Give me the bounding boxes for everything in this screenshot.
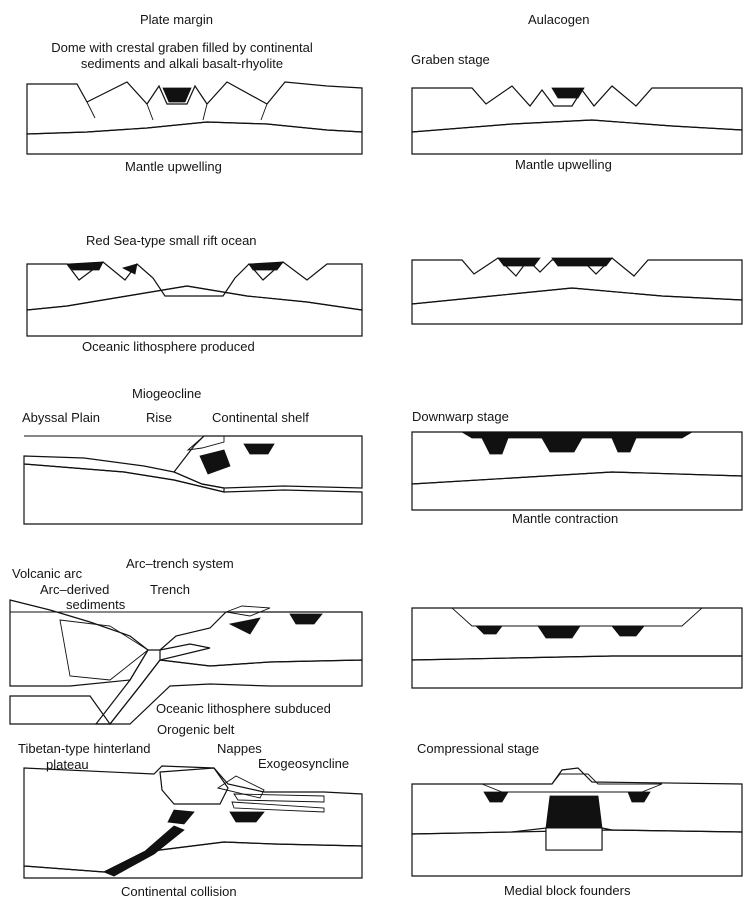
orogenic-belt-title: Orogenic belt: [157, 722, 234, 737]
continental-shelf-label: Continental shelf: [212, 410, 309, 425]
mantle-upwelling-left: Mantle upwelling: [125, 159, 222, 174]
downwarp-stage-section: [412, 430, 742, 510]
abyssal-plain-label: Abyssal Plain: [22, 410, 100, 425]
red-sea-rift-label: Red Sea-type small rift ocean: [86, 233, 257, 248]
aulacogen-title: Aulacogen: [528, 12, 589, 27]
continental-collision-section: [24, 762, 362, 878]
red-sea-rift-section: [27, 256, 362, 336]
miogeocline-section: [24, 428, 362, 524]
graben-stage-label: Graben stage: [411, 52, 490, 67]
trench-label: Trench: [150, 582, 190, 597]
volcanic-arc-label: Volcanic arc: [12, 566, 82, 581]
compressional-stage-label: Compressional stage: [417, 741, 539, 756]
medial-block-founders-label: Medial block founders: [504, 883, 630, 898]
oceanic-lithosphere-subduced: Oceanic lithosphere subduced: [156, 701, 331, 716]
tibetan-hinterland-label: Tibetan-type hinterland: [18, 741, 151, 756]
downwarp-stage-label: Downwarp stage: [412, 409, 509, 424]
mantle-contraction-label: Mantle contraction: [512, 511, 618, 526]
dome-caption-line2: sediments and alkali basalt-rhyolite: [26, 56, 338, 71]
arc-trench-title: Arc–trench system: [126, 556, 234, 571]
graben-stage-2-section: [412, 252, 742, 324]
graben-stage-section: [412, 84, 742, 154]
plate-margin-title: Plate margin: [140, 12, 213, 27]
compressional-stage-section: [412, 766, 742, 876]
continental-collision-label: Continental collision: [121, 884, 237, 899]
downwarp-stage-2-section: [412, 604, 742, 688]
dome-crestal-graben-section: [27, 74, 362, 154]
miogeocline-title: Miogeocline: [132, 386, 201, 401]
mantle-upwelling-right: Mantle upwelling: [515, 157, 612, 172]
oceanic-lithosphere-produced: Oceanic lithosphere produced: [82, 339, 255, 354]
dome-caption-line1: Dome with crestal graben filled by conti…: [26, 40, 338, 55]
rise-label: Rise: [146, 410, 172, 425]
arc-derived-label: Arc–derived: [40, 582, 109, 597]
nappes-label: Nappes: [217, 741, 262, 756]
